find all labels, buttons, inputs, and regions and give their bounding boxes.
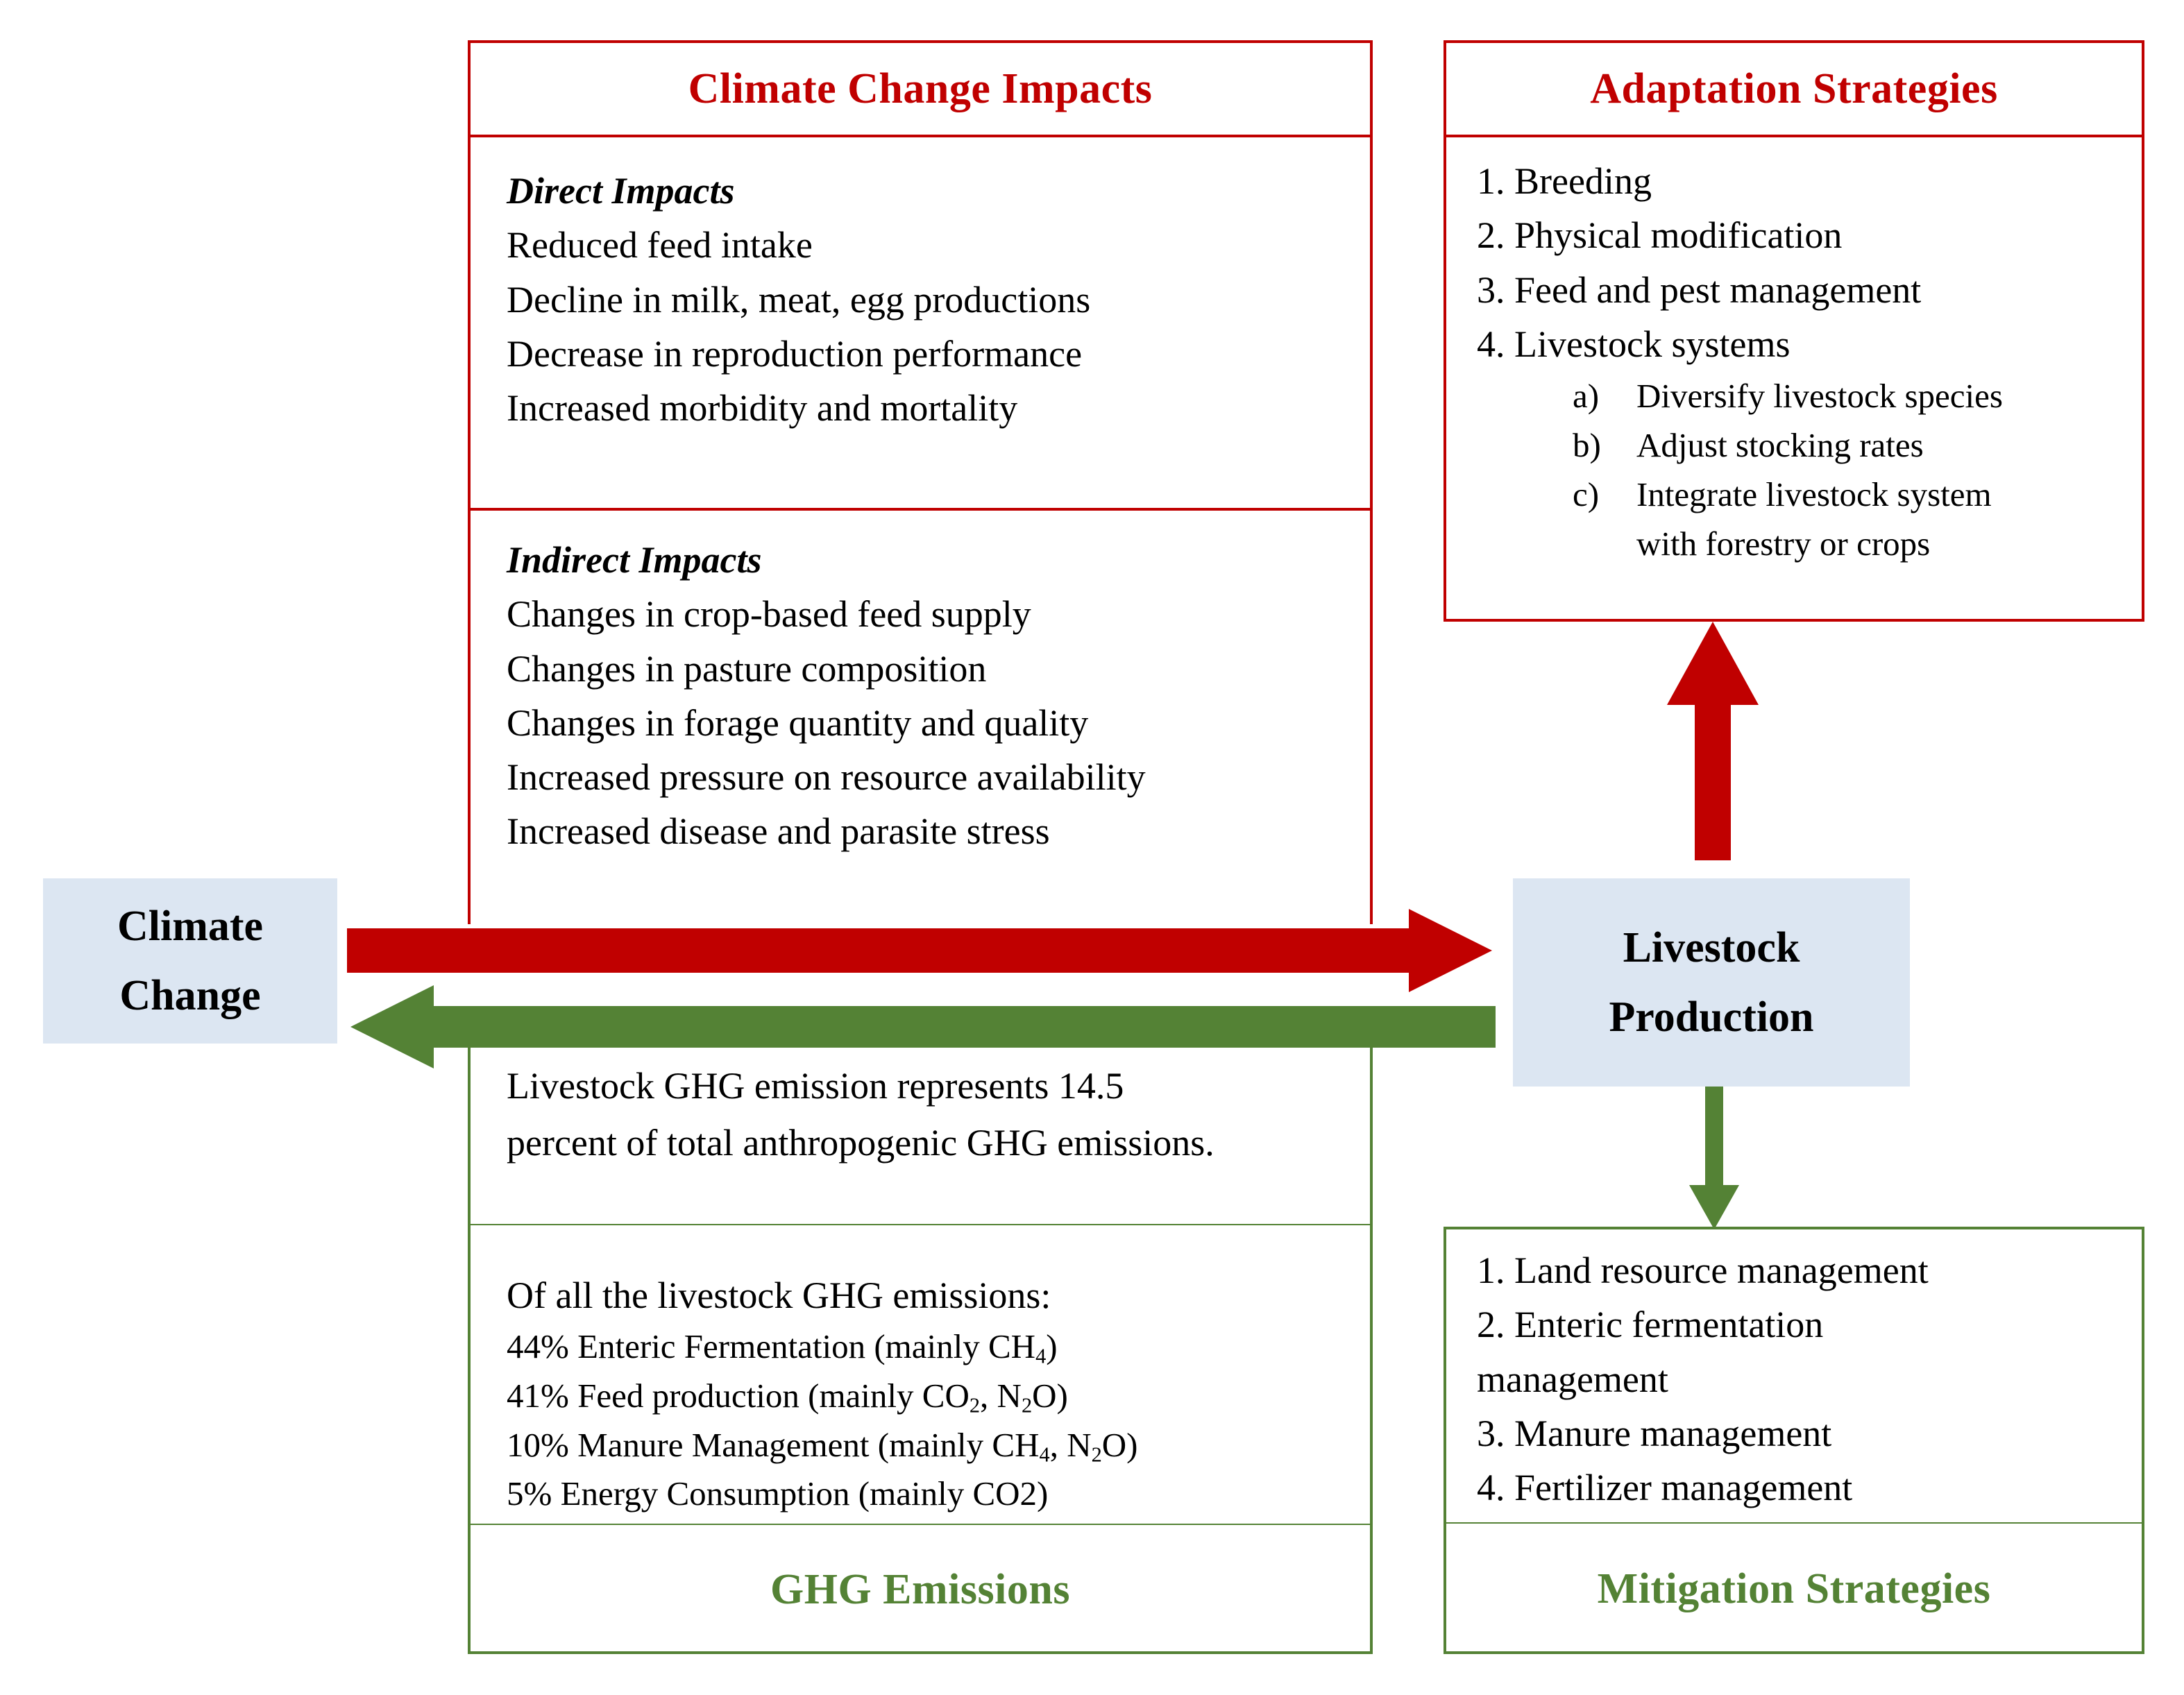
indirect-impact-item: Changes in crop-based feed supply [507,593,1031,636]
climate-change-label-line1: Climate [117,902,264,950]
impacts-panel-title: Climate Change Impacts [688,65,1153,112]
mitigation-item-label: Fertilizer management [1514,1467,1853,1509]
adaptation-item-3: 3. Feed and pest management [1477,263,2143,317]
ghg-footer-box [468,1525,1373,1654]
direct-impact-item: Decline in milk, meat, egg productions [507,278,1091,321]
adaptation-title-box [1444,40,2144,137]
adaptation-item-marker: 1. [1477,160,1505,202]
direct-impact-item: Decrease in reproduction performance [507,332,1083,375]
ghg-breakdown-gases: (mainly CH4, N2O) [877,1425,1138,1467]
indirect-impact-item: Changes in forage quantity and quality [507,701,1089,744]
adaptation-item-4: 4. Livestock systems [1477,317,2143,371]
adaptation-item-marker: 2. [1477,214,1505,257]
mitigation-list: 1. Land resource management 2. Enteric f… [1477,1243,2143,1515]
ghg-summary-line-2: percent of total anthropogenic GHG emiss… [507,1122,1214,1164]
indirect-impacts-content: Indirect Impacts Changes in crop-based f… [507,533,1360,859]
ghg-breakdown-source: Manure Management [577,1425,870,1464]
ghg-breakdown-content: Of all the livestock GHG emissions: 44% … [507,1268,1367,1518]
impacts-arrow-icon [347,909,1492,992]
adaptation-arrow-icon [1667,622,1759,860]
mitigation-body-box [1444,1227,2144,1525]
adaptation-subitem-marker: b) [1573,426,1601,465]
mitigation-item-label: Enteric fermentation [1514,1304,1824,1346]
adaptation-item-1: 1. Breeding [1477,154,2143,208]
mitigation-arrow-icon [1689,1063,1739,1229]
adaptation-subitem-marker: a) [1573,377,1600,416]
mitigation-item-3: 3. Manure management [1477,1406,2143,1460]
adaptation-subitem-b: b) Adjust stocking rates [1573,420,2143,470]
adaptation-item-label: Livestock systems [1514,323,1791,365]
adaptation-item-marker: 4. [1477,323,1505,365]
ghg-breakdown-row: 10% Manure Management (mainly CH4, N2O) [507,1421,1367,1470]
ghg-breakdown-pct: 5% [507,1474,552,1513]
livestock-production-label-line1: Livestock [1623,923,1800,971]
adaptation-item-label: Physical modification [1514,214,1843,257]
mitigation-item-2: 2. Enteric fermentation [1477,1297,2143,1352]
mitigation-footer-box [1444,1524,2144,1654]
direct-impact-item: Reduced feed intake [507,224,813,266]
adaptation-subitem-label: Integrate livestock system [1636,475,1992,514]
adaptation-panel-title: Adaptation Strategies [1590,65,1998,112]
direct-impact-item: Increased morbidity and mortality [507,387,1018,429]
adaptation-subitem-c: c) Integrate livestock system [1573,470,2143,519]
livestock-production-node: Livestock Production [1513,878,1910,1087]
ghg-breakdown-row: 5% Energy Consumption (mainly CO2) [507,1470,1367,1518]
mitigation-item-1: 1. Land resource management [1477,1243,2143,1297]
direct-impacts-heading: Direct Impacts [507,170,735,212]
indirect-impacts-box [468,511,1373,924]
ghg-summary-text: Livestock GHG emission represents 14.5 p… [507,1057,1367,1171]
mitigation-item-label: Land resource management [1514,1250,1929,1291]
ghg-breakdown-gases: (mainly CO2, N2O) [808,1377,1068,1417]
adaptation-subitem-label: Adjust stocking rates [1636,426,1924,465]
livestock-production-label-line2: Production [1609,994,1814,1041]
direct-impacts-box [468,137,1373,511]
ghg-breakdown-pct: 41% [507,1377,569,1415]
adaptation-subitem-c-continued: with forestry or crops [1636,525,1931,563]
ghg-breakdown-pct: 44% [507,1327,569,1366]
ghg-breakdown-source: Enteric Fermentation [577,1327,866,1366]
ghg-breakdown-row: 44% Enteric Fermentation (mainly CH4) [507,1322,1367,1372]
ghg-breakdown-box [468,1225,1373,1526]
mitigation-item-marker: 3. [1477,1412,1505,1454]
adaptation-item-label: Breeding [1514,160,1652,202]
mitigation-item-marker: 1. [1477,1250,1505,1291]
ghg-breakdown-intro: Of all the livestock GHG emissions: [507,1275,1051,1316]
ghg-breakdown-row: 41% Feed production (mainly CO2, N2O) [507,1372,1367,1421]
indirect-impacts-heading: Indirect Impacts [507,539,762,581]
emissions-arrow-icon [350,985,1496,1068]
adaptation-subitem-label: Diversify livestock species [1636,377,2003,416]
ghg-breakdown-gases: (mainly CO2) [858,1474,1049,1513]
ghg-breakdown-source: Feed production [577,1377,799,1415]
climate-change-label-line2: Change [119,972,261,1019]
adaptation-subitem-a: a) Diversify livestock species [1573,371,2143,420]
adaptation-item-2: 2. Physical modification [1477,208,2143,262]
mitigation-panel-footer-title: Mitigation Strategies [1597,1565,1991,1612]
adaptation-body-box [1444,137,2144,622]
mitigation-item-2-continued: management [1477,1358,1668,1400]
mitigation-item-label: Manure management [1514,1412,1832,1454]
adaptation-item-marker: 3. [1477,269,1505,311]
impacts-title-box [468,40,1373,137]
indirect-impact-item: Increased disease and parasite stress [507,810,1050,853]
ghg-breakdown-source: Energy Consumption [560,1474,850,1513]
indirect-impact-item: Changes in pasture composition [507,647,987,690]
climate-change-node: Climate Change [43,878,337,1044]
ghg-summary-line-1: Livestock GHG emission represents 14.5 [507,1065,1124,1107]
adaptation-list: 1. Breeding 2. Physical modification 3. … [1477,154,2143,568]
mitigation-item-marker: 4. [1477,1467,1505,1509]
ghg-breakdown-pct: 10% [507,1425,569,1464]
adaptation-item-label: Feed and pest management [1514,269,1922,311]
direct-impacts-content: Direct Impacts Reduced feed intake Decli… [507,164,1360,435]
mitigation-item-4: 4. Fertilizer management [1477,1460,2143,1515]
ghg-panel-footer-title: GHG Emissions [770,1565,1070,1613]
adaptation-subitem-marker: c) [1573,475,1600,514]
indirect-impact-item: Increased pressure on resource availabil… [507,756,1146,799]
ghg-breakdown-gases: (mainly CH4) [874,1327,1058,1368]
mitigation-item-marker: 2. [1477,1304,1505,1346]
